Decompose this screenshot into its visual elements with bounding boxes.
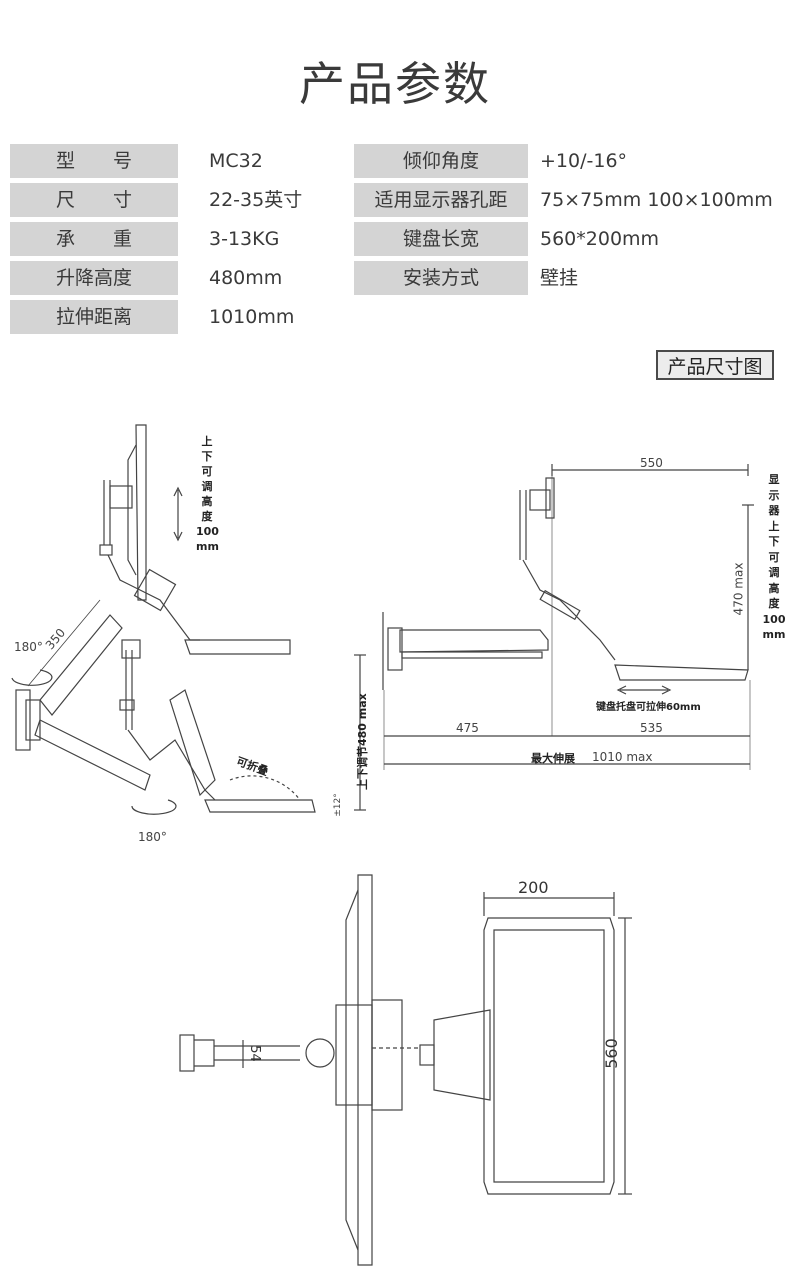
left-drawing xyxy=(11,424,366,815)
fold-arc xyxy=(229,775,301,801)
right-tray xyxy=(614,664,749,681)
upper-monitor xyxy=(135,424,147,601)
upper-monitor-mount xyxy=(109,485,133,509)
right-wall-mount xyxy=(387,627,403,671)
spec-value-vesa: 75×75mm 100×100mm xyxy=(540,189,773,211)
upper-monitor-back xyxy=(127,444,137,576)
right-monitor-mount xyxy=(529,489,551,511)
spec-label-mount: 安装方式 xyxy=(354,261,528,295)
spec-value-tilt: +10/-16° xyxy=(540,150,628,172)
upper-tray xyxy=(184,639,291,655)
wall-mount-left xyxy=(15,689,31,751)
top-view-drawing xyxy=(179,874,632,1266)
spec-label-vesa: 适用显示器孔距 xyxy=(354,183,528,217)
lower-monitor xyxy=(169,689,216,797)
spec-value-keyboard: 560*200mm xyxy=(540,228,660,250)
spec-label-lift: 升降高度 xyxy=(10,261,178,295)
size-diagram-button[interactable]: 产品尺寸图 xyxy=(656,350,774,380)
right-arm xyxy=(399,629,549,653)
right-drawing xyxy=(382,464,754,770)
lower-arm xyxy=(127,729,216,801)
spec-label-size: 尺 寸 xyxy=(10,183,178,217)
topview-keyboard-tray xyxy=(483,917,615,1195)
lower-monitor-mount xyxy=(121,639,141,659)
right-monitor xyxy=(545,477,555,519)
spec-value-reach: 1010mm xyxy=(209,306,295,328)
spec-value-mount: 壁挂 xyxy=(540,267,579,289)
page-title: 产品参数 xyxy=(299,57,491,111)
spec-label-reach: 拉伸距离 xyxy=(10,300,178,334)
spec-value-load: 3-13KG xyxy=(209,228,280,250)
spec-label-keyboard: 键盘长宽 xyxy=(354,222,528,256)
topview-mount-plate xyxy=(371,999,403,1111)
spec-value-lift: 480mm xyxy=(209,267,283,289)
arm-upper-swing xyxy=(39,614,123,716)
spec-label-tilt: 倾仰角度 xyxy=(354,144,528,178)
spec-value-size: 22-35英寸 xyxy=(209,189,303,211)
spec-label-load: 承 重 xyxy=(10,222,178,256)
topview-tray-connector xyxy=(433,1009,491,1101)
spec-value-model: MC32 xyxy=(209,150,263,172)
topview-wall-bracket xyxy=(179,1034,195,1072)
dim-350-line xyxy=(27,599,101,687)
topview-monitor xyxy=(357,874,373,1266)
rotation-arc-top xyxy=(11,669,53,686)
arm-lower-swing xyxy=(34,719,151,791)
topview-joint xyxy=(305,1038,335,1068)
spec-label-model: 型 号 xyxy=(10,144,178,178)
right-upper-arm xyxy=(522,559,616,661)
rotation-arc-bottom xyxy=(131,799,177,815)
lower-tray xyxy=(204,799,316,813)
